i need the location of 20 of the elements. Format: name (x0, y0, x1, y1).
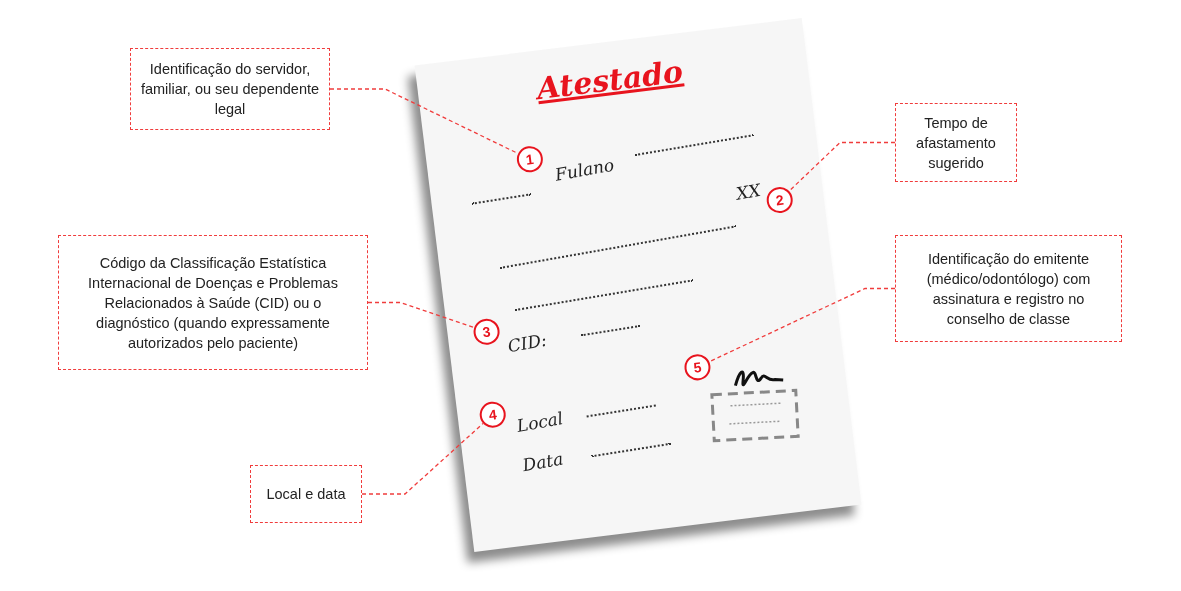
callout-number: 3 (472, 317, 502, 347)
callout-box: Código da Classificação Estatística Internacional de Doenças e Problemas Relacionados à Saúde (CID) ou o diagnóstico (quando expressamente autorizados pelo paciente) (58, 235, 368, 370)
callout-number: 2 (765, 185, 795, 215)
leader-line (708, 287, 896, 363)
callout-box: Tempo de afastamento sugerido (895, 103, 1017, 182)
leader-line (788, 141, 896, 192)
callout-number: 5 (683, 352, 712, 382)
handwritten-text: CID: (506, 329, 549, 357)
callout-box: Local e data (250, 465, 362, 523)
document-title: Atestado (534, 53, 685, 107)
callout-number: 4 (478, 400, 508, 430)
handwritten-text: Local (515, 408, 565, 436)
callout-box: Identificação do emitente (médico/odontólogo) com assinatura e registro no conselho de classe (895, 235, 1122, 342)
callout-box: Identificação do servidor, familiar, ou seu dependente legal (130, 48, 330, 130)
handwritten-text: Data (521, 448, 565, 476)
leader-line (361, 422, 484, 495)
handwritten-text: XX (734, 179, 763, 204)
handwritten-text: Fulano (553, 154, 616, 185)
callout-number: 1 (515, 144, 545, 174)
leader-line (367, 301, 475, 329)
